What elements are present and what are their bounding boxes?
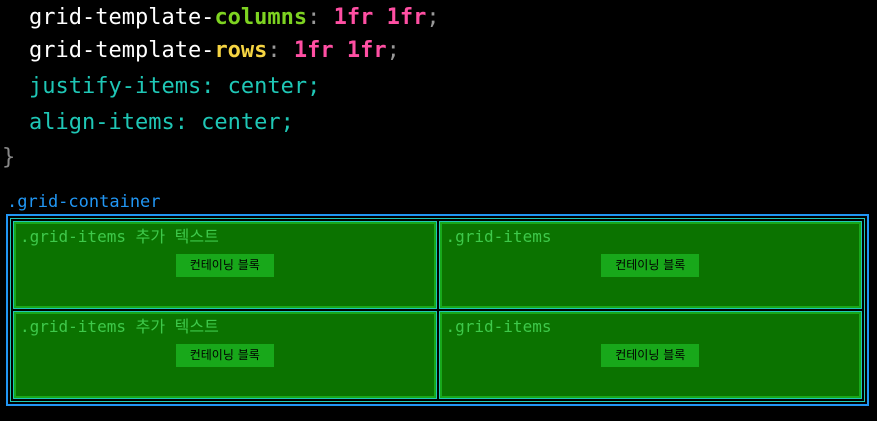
grid-container-label: .grid-container (7, 192, 161, 212)
code-line-justify-items: justify-items: center; (29, 74, 321, 99)
grid-item-4: .grid-items 컨테이닝 블록 (439, 312, 861, 398)
colon: : (267, 38, 281, 63)
value-2: 1fr (386, 5, 427, 30)
property-prefix: grid-template- (29, 38, 215, 63)
containing-block: 컨테이닝 블록 (601, 343, 700, 367)
grid-item-label: .grid-items 추가 텍스트 (20, 227, 219, 246)
property-keyword: columns (214, 5, 308, 30)
property-keyword: rows (214, 38, 268, 63)
value-1: 1fr (293, 38, 334, 63)
grid-item-label: .grid-items 추가 텍스트 (20, 317, 219, 336)
code-line-grid-template-columns: grid-template-columns: 1fr 1fr; (29, 0, 440, 36)
property-prefix: grid-template- (29, 5, 215, 30)
containing-block: 컨테이닝 블록 (175, 343, 274, 367)
grid-item-label: .grid-items (445, 227, 552, 246)
grid-item-label: .grid-items (445, 317, 552, 336)
grid-item-3: .grid-items 추가 텍스트 컨테이닝 블록 (14, 312, 436, 398)
code-line-closing-brace: } (2, 145, 16, 170)
value-1: 1fr (333, 5, 374, 30)
grid-item-1: .grid-items 추가 텍스트 컨테이닝 블록 (14, 222, 436, 308)
grid-item-2: .grid-items 컨테이닝 블록 (439, 222, 861, 308)
value-2: 1fr (346, 38, 387, 63)
grid-container: .grid-items 추가 텍스트 컨테이닝 블록 .grid-items 컨… (6, 214, 869, 406)
colon: : (307, 5, 321, 30)
semicolon: ; (386, 38, 400, 63)
code-line-grid-template-rows: grid-template-rows: 1fr 1fr; (29, 33, 400, 69)
code-editor: grid-template-columns: 1fr 1fr; grid-tem… (0, 0, 877, 180)
semicolon: ; (426, 5, 440, 30)
code-line-align-items: align-items: center; (29, 110, 294, 135)
containing-block: 컨테이닝 블록 (175, 253, 274, 277)
containing-block: 컨테이닝 블록 (601, 253, 700, 277)
